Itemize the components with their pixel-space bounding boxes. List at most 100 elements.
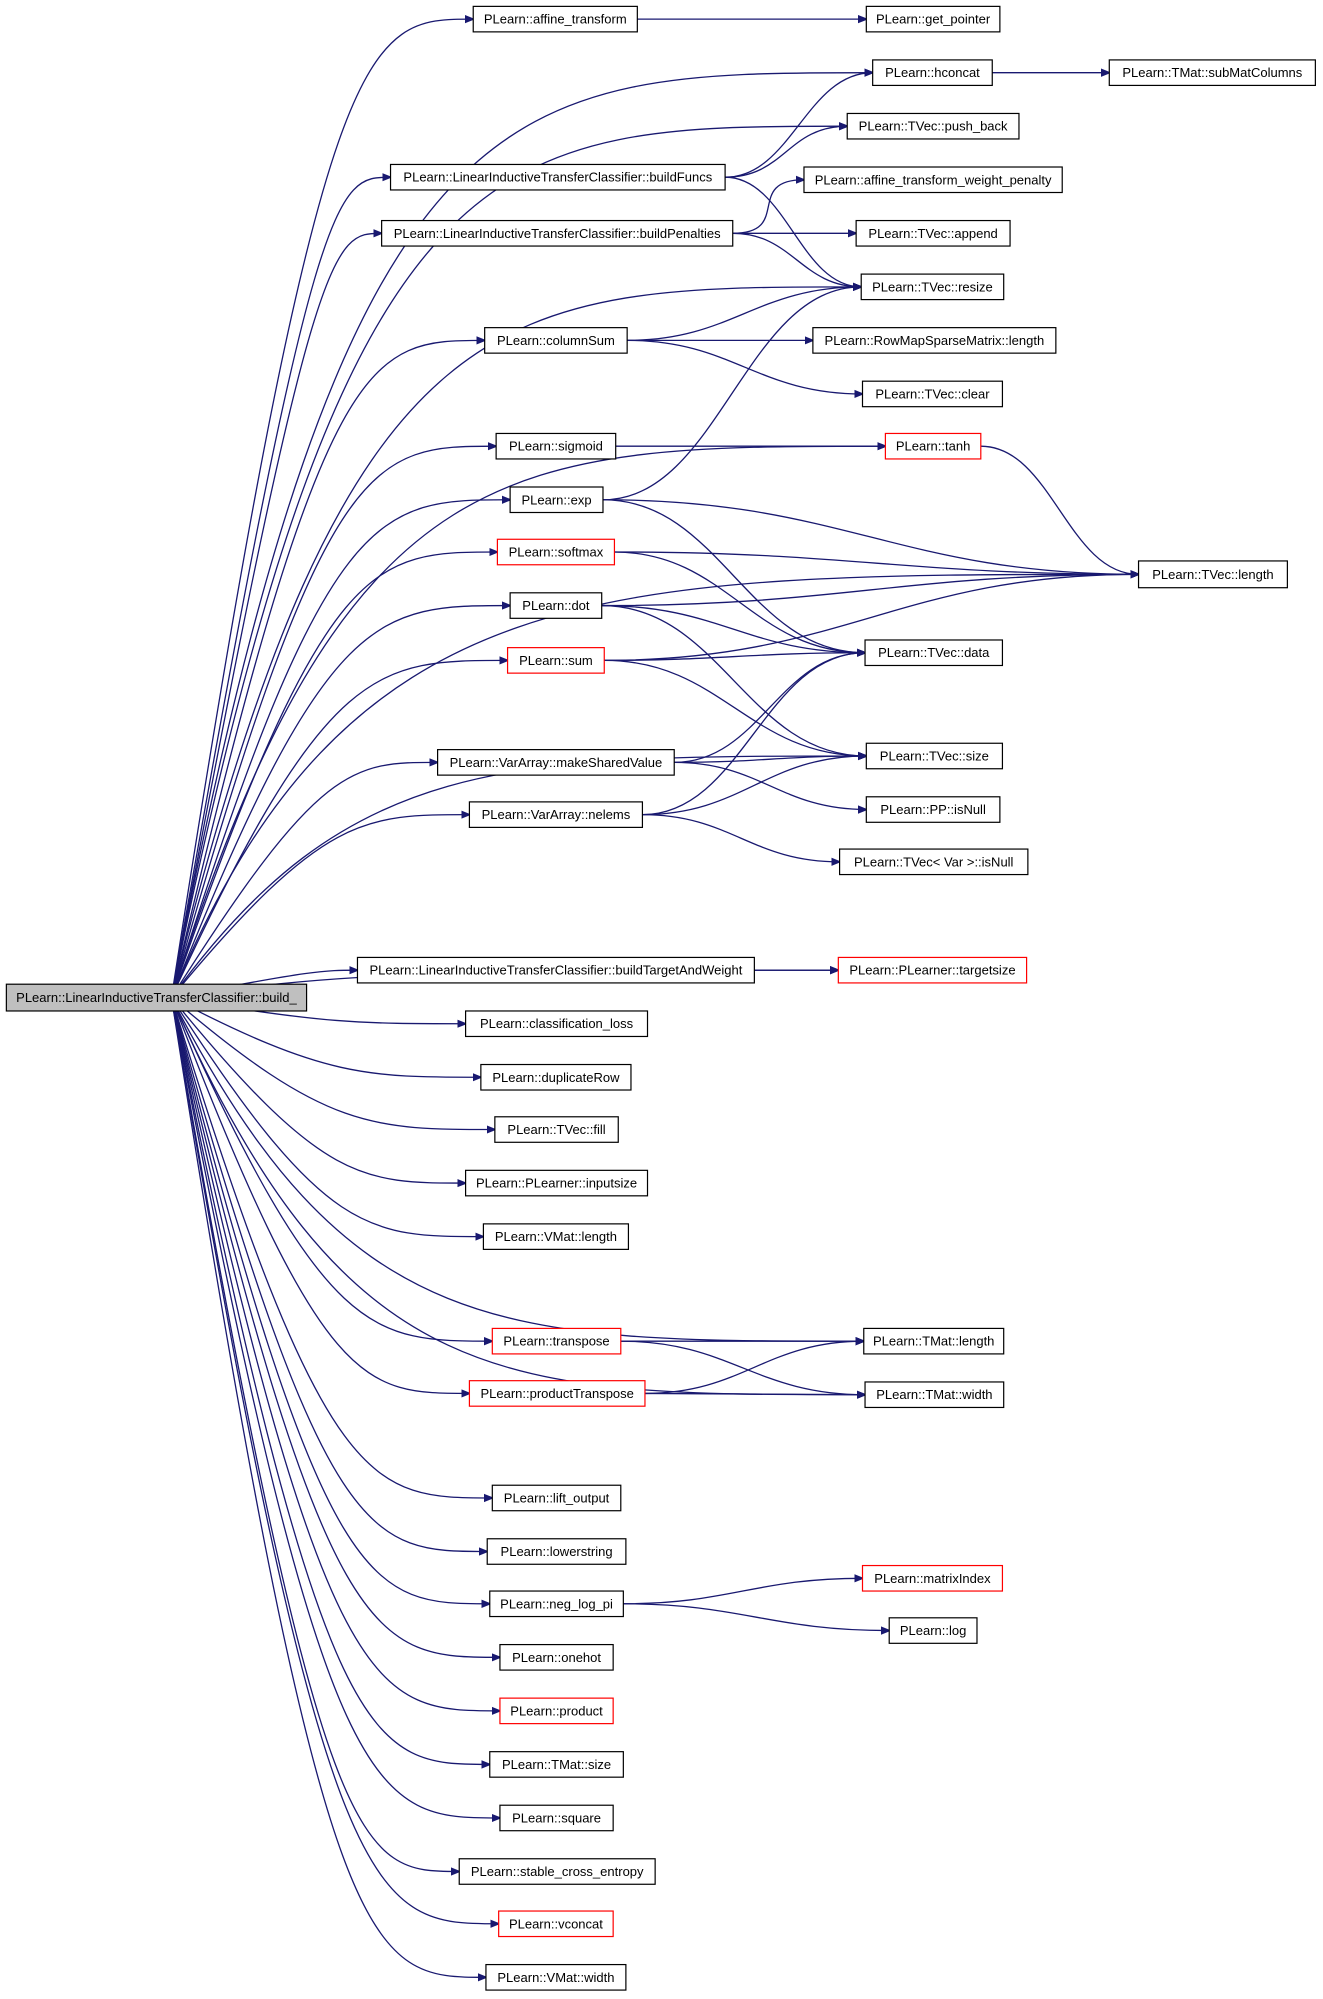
node-classification-loss[interactable]: PLearn::classification_loss [464, 1010, 649, 1038]
node-box [5, 983, 308, 1012]
node-hconcat[interactable]: PLearn::hconcat [872, 59, 993, 87]
edge-build_-to-affine_transform [170, 19, 473, 998]
node-label: PLearn::columnSum [497, 333, 615, 348]
node-vconcat[interactable]: PLearn::vconcat [498, 1910, 614, 1938]
edge-dot-to-tvec_size [601, 604, 867, 756]
node-box [861, 1564, 1004, 1592]
node-box [855, 219, 1011, 247]
node-tmat-length[interactable]: PLearn::TMat::length [863, 1327, 1005, 1355]
node-label: PLearn::PLearner::inputsize [476, 1176, 637, 1191]
node-rmsm-length[interactable]: PLearn::RowMapSparseMatrix::length [812, 327, 1057, 354]
node-append[interactable]: PLearn::TVec::append [855, 219, 1011, 247]
node-square[interactable]: PLearn::square [499, 1804, 614, 1832]
node-push-back[interactable]: PLearn::TVec::push_back [846, 112, 1020, 140]
node-tmat-size[interactable]: PLearn::TMat::size [489, 1751, 624, 1778]
node-productTranspose[interactable]: PLearn::productTranspose [468, 1380, 646, 1407]
node-label: PLearn::dot [522, 598, 590, 613]
edge-sum-to-tvec_size [604, 659, 866, 756]
node-box [1108, 59, 1316, 87]
node-box [381, 219, 734, 247]
node-clear[interactable]: PLearn::TVec::clear [861, 380, 1004, 408]
node-resize[interactable]: PLearn::TVec::resize [860, 273, 1005, 301]
edge-build_-to-tvec_size [170, 756, 866, 998]
node-tanh[interactable]: PLearn::tanh [884, 432, 982, 460]
node-product[interactable]: PLearn::product [499, 1697, 614, 1725]
node-label: PLearn::affine_transform_weight_penalty [815, 172, 1052, 187]
edge-build_-to-vmat_length [170, 997, 483, 1237]
node-vmat-width[interactable]: PLearn::VMat::width [485, 1963, 627, 1991]
node-affine-transform[interactable]: PLearn::affine_transform [472, 5, 638, 33]
node-softmax[interactable]: PLearn::softmax [496, 538, 616, 566]
node-label: PLearn::TVec< Var >::isNull [854, 854, 1014, 869]
node-tvec-length[interactable]: PLearn::TVec::length [1137, 560, 1288, 589]
node-columnSum[interactable]: PLearn::columnSum [484, 327, 628, 354]
node-data[interactable]: PLearn::TVec::data [864, 639, 1004, 667]
node-build-[interactable]: PLearn::LinearInductiveTransferClassifie… [5, 983, 308, 1012]
node-box [496, 538, 616, 566]
node-targetsize[interactable]: PLearn::PLearner::targetsize [837, 956, 1028, 984]
node-nelems[interactable]: PLearn::VarArray::nelems [468, 801, 644, 828]
node-sce[interactable]: PLearn::stable_cross_entropy [458, 1858, 656, 1885]
node-duplicateRow[interactable]: PLearn::duplicateRow [480, 1063, 632, 1091]
node-dot[interactable]: PLearn::dot [509, 592, 603, 619]
node-vmat-length[interactable]: PLearn::VMat::length [482, 1223, 630, 1250]
node-box [437, 749, 675, 776]
node-transpose[interactable]: PLearn::transpose [491, 1327, 622, 1355]
node-pp-isNull[interactable]: PLearn::PP::isNull [865, 796, 1001, 823]
node-inputsize[interactable]: PLearn::PLearner::inputsize [464, 1169, 649, 1197]
node-log[interactable]: PLearn::log [888, 1617, 978, 1644]
node-label: PLearn::LinearInductiveTransferClassifie… [394, 226, 721, 241]
node-box [861, 380, 1004, 408]
node-box [864, 639, 1004, 667]
node-sum[interactable]: PLearn::sum [506, 647, 605, 674]
node-matrixIndex[interactable]: PLearn::matrixIndex [861, 1564, 1004, 1592]
node-get-pointer[interactable]: PLearn::get_pointer [865, 5, 1001, 33]
node-label: PLearn::LinearInductiveTransferClassifie… [16, 990, 297, 1005]
node-layer: PLearn::LinearInductiveTransferClassifie… [5, 5, 1316, 1991]
edge-buildFuncs-to-push_back [725, 126, 847, 178]
node-box [509, 592, 603, 619]
node-label: PLearn::softmax [509, 545, 604, 560]
node-box [499, 1804, 614, 1832]
node-neg-log-pi[interactable]: PLearn::neg_log_pi [489, 1590, 624, 1618]
node-buildPenalties[interactable]: PLearn::LinearInductiveTransferClassifie… [381, 219, 734, 247]
node-makeSharedValue[interactable]: PLearn::VarArray::makeSharedValue [437, 749, 675, 776]
node-tvec-size[interactable]: PLearn::TVec::size [865, 742, 1004, 770]
node-lowerstring[interactable]: PLearn::lowerstring [486, 1538, 627, 1565]
node-label: PLearn::LinearInductiveTransferClassifie… [403, 170, 712, 185]
node-box [838, 848, 1029, 876]
edge-sum-to-tvec_length [604, 574, 1138, 662]
node-exp[interactable]: PLearn::exp [509, 486, 604, 514]
node-box [1137, 560, 1288, 589]
node-label: PLearn::VarArray::nelems [482, 807, 631, 822]
node-label: PLearn::vconcat [509, 1916, 603, 1931]
edge-build_-to-buildPenalties [170, 233, 381, 998]
node-label: PLearn::sum [519, 653, 593, 668]
node-label: PLearn::PLearner::targetsize [849, 963, 1015, 978]
node-box [865, 742, 1004, 770]
node-box [872, 59, 993, 87]
node-label: PLearn::PP::isNull [880, 802, 986, 817]
node-sigmoid[interactable]: PLearn::sigmoid [495, 432, 617, 460]
node-atwp[interactable]: PLearn::affine_transform_weight_penalty [803, 166, 1063, 194]
node-label: PLearn::TVec::length [1152, 567, 1273, 582]
node-subMatColumns[interactable]: PLearn::TMat::subMatColumns [1108, 59, 1316, 87]
edge-build_-to-dot [170, 606, 510, 998]
node-label: PLearn::TMat::width [876, 1387, 992, 1402]
node-label: PLearn::sigmoid [509, 439, 603, 454]
node-tmat-width[interactable]: PLearn::TMat::width [864, 1381, 1005, 1409]
node-onehot[interactable]: PLearn::onehot [499, 1643, 614, 1671]
edge-makeSharedValue-to-pp_isNull [674, 761, 866, 809]
edge-neg_log_pi-to-log [623, 1603, 889, 1631]
edge-dot-to-tvec_length [601, 574, 1139, 607]
node-lift-output[interactable]: PLearn::lift_output [491, 1484, 622, 1512]
node-label: PLearn::square [512, 1810, 601, 1825]
edge-build_-to-square [170, 997, 499, 1818]
node-buildTargetAndWeight[interactable]: PLearn::LinearInductiveTransferClassifie… [356, 956, 755, 984]
node-fill[interactable]: PLearn::TVec::fill [494, 1116, 619, 1143]
node-label: PLearn::TMat::length [873, 1334, 994, 1349]
node-box [468, 1380, 646, 1407]
node-box [846, 112, 1020, 140]
node-tvecvar-isNull[interactable]: PLearn::TVec< Var >::isNull [838, 848, 1029, 876]
node-buildFuncs[interactable]: PLearn::LinearInductiveTransferClassifie… [389, 163, 726, 191]
